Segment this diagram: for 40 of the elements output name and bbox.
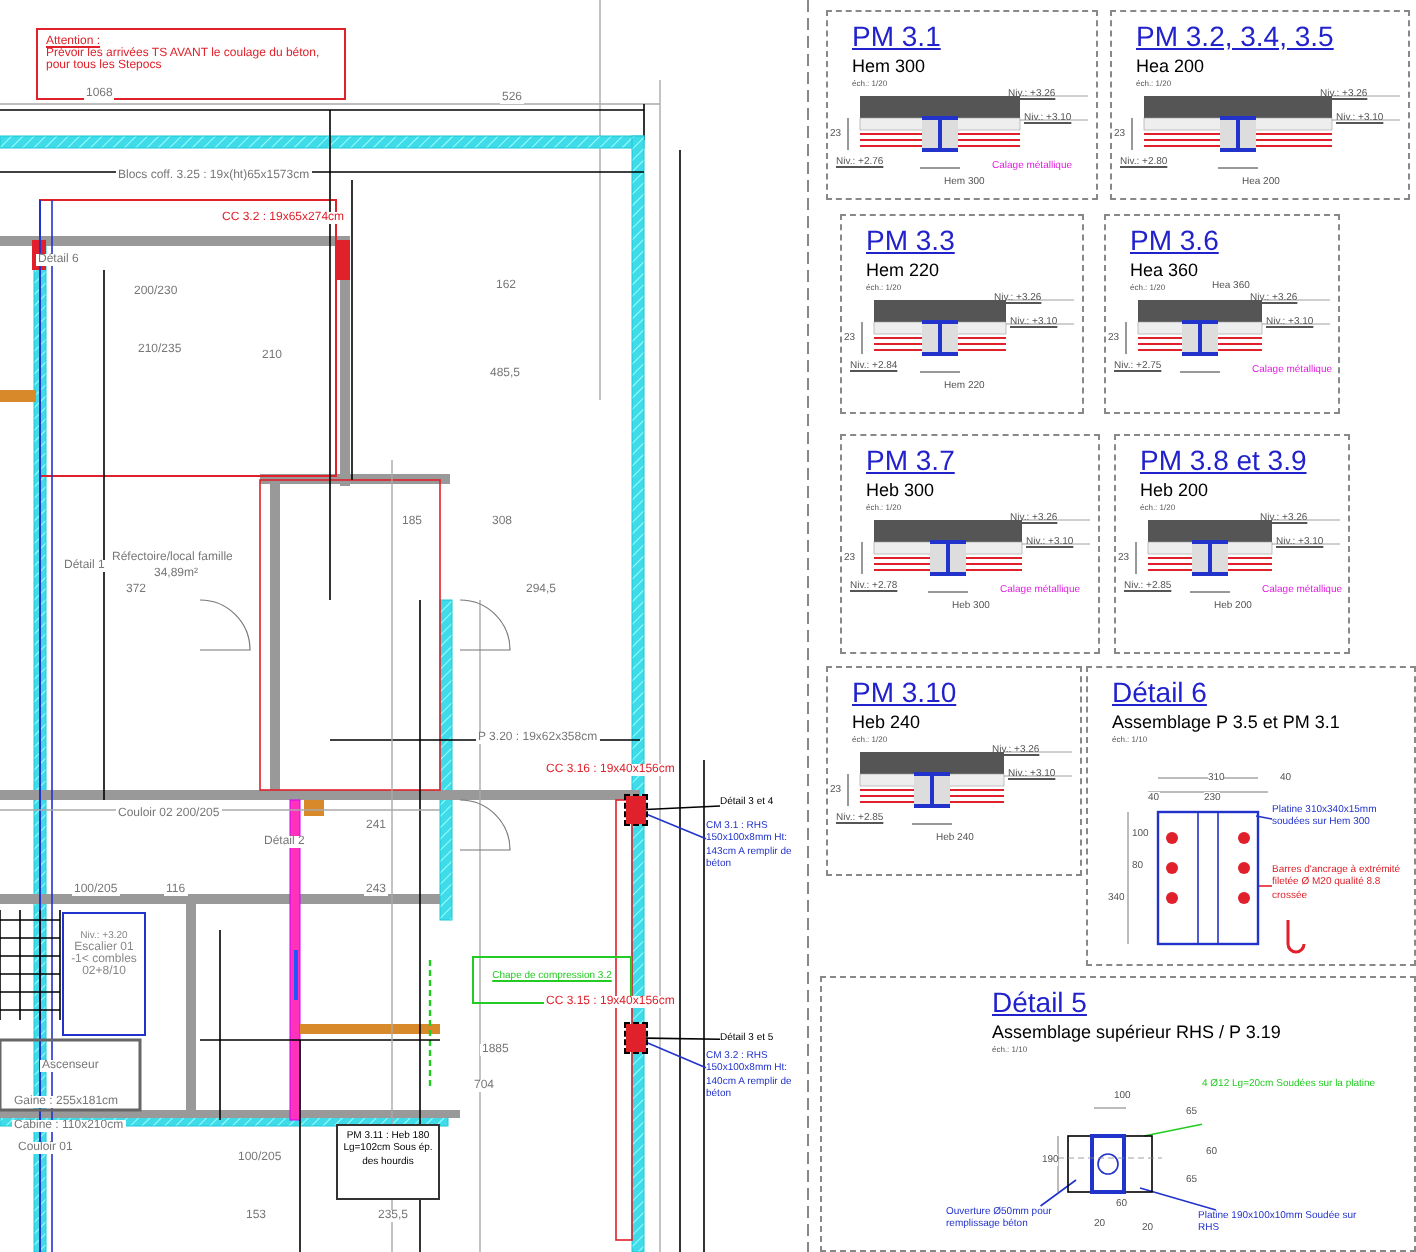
detail-panel [840, 434, 1100, 654]
leader-line [645, 1041, 707, 1069]
leader-line [645, 1037, 721, 1041]
detail-title: PM 3.1 [852, 20, 941, 52]
detail-panel [826, 10, 1098, 200]
detail-subtitle: Heb 200 [1140, 480, 1209, 500]
detail-title: PM 3.3 [866, 224, 955, 256]
leader-line [645, 805, 721, 811]
detail-panel [1110, 10, 1410, 200]
detail-panel [820, 976, 1416, 1252]
detail-panel [1086, 666, 1416, 966]
warning-note-box [36, 28, 346, 100]
detail-subtitle: Assemblage supérieur RHS / P 3.19 [992, 1022, 1281, 1042]
detail-title: PM 3.2, 3.4, 3.5 [1136, 20, 1334, 52]
stair-box [62, 912, 146, 1036]
column-symbol [626, 1024, 646, 1052]
detail-title: PM 3.8 et 3.9 [1140, 444, 1307, 476]
detail-title: PM 3.6 [1130, 224, 1219, 256]
leader-line [1039, 1179, 1077, 1207]
detail-subtitle: Assemblage P 3.5 et PM 3.1 [1112, 712, 1340, 732]
leader-line [1143, 1123, 1203, 1137]
detail-title: PM 3.10 [852, 676, 957, 708]
detail-panel [1114, 434, 1350, 654]
detail-panel [826, 666, 1082, 876]
leader-line [1257, 885, 1273, 887]
leader-line [645, 813, 707, 840]
detail-panel [840, 214, 1084, 414]
detail-subtitle: Heb 300 [866, 480, 935, 500]
detail-title: PM 3.7 [866, 444, 955, 476]
detail-subtitle: Hem 300 [852, 56, 926, 76]
leader-line [1255, 815, 1273, 820]
detail-subtitle: Hea 360 [1130, 260, 1199, 280]
detail-panel [1104, 214, 1340, 414]
detail-subtitle: Hem 220 [866, 260, 940, 280]
detail-title: Détail 6 [1112, 676, 1207, 708]
detail-subtitle: Hea 200 [1136, 56, 1205, 76]
column-symbol [626, 796, 646, 824]
detail-title: Détail 5 [992, 986, 1087, 1018]
detail-subtitle: Heb 240 [852, 712, 921, 732]
leader-line [1139, 1187, 1217, 1211]
